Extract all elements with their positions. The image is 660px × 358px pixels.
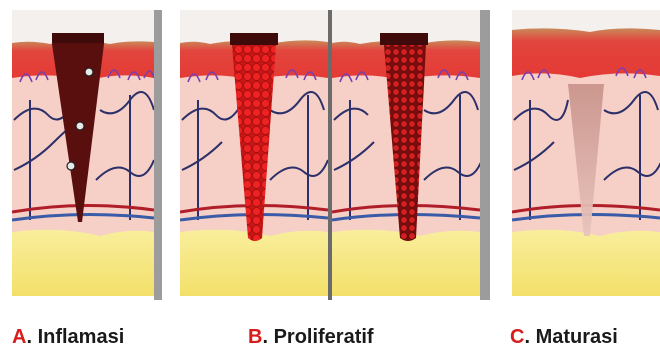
caption-maturasi: C. Maturasi	[510, 325, 618, 349]
panel-proliferatif-early	[180, 10, 328, 296]
caption-letter-b: B	[248, 326, 262, 348]
caption-letter-a: A	[12, 326, 26, 348]
caption-letter-c: C	[510, 326, 524, 348]
panel-inflamasi	[12, 10, 154, 296]
caption-label-c: . Maturasi	[524, 326, 617, 348]
panel-proliferatif-late	[332, 10, 482, 296]
caption-label-b: . Proliferatif	[262, 326, 373, 348]
caption-proliferatif: B. Proliferatif	[248, 325, 374, 349]
panel-maturasi	[512, 10, 660, 296]
caption-label-a: . Inflamasi	[26, 326, 124, 348]
caption-inflamasi: A. Inflamasi	[12, 325, 124, 349]
